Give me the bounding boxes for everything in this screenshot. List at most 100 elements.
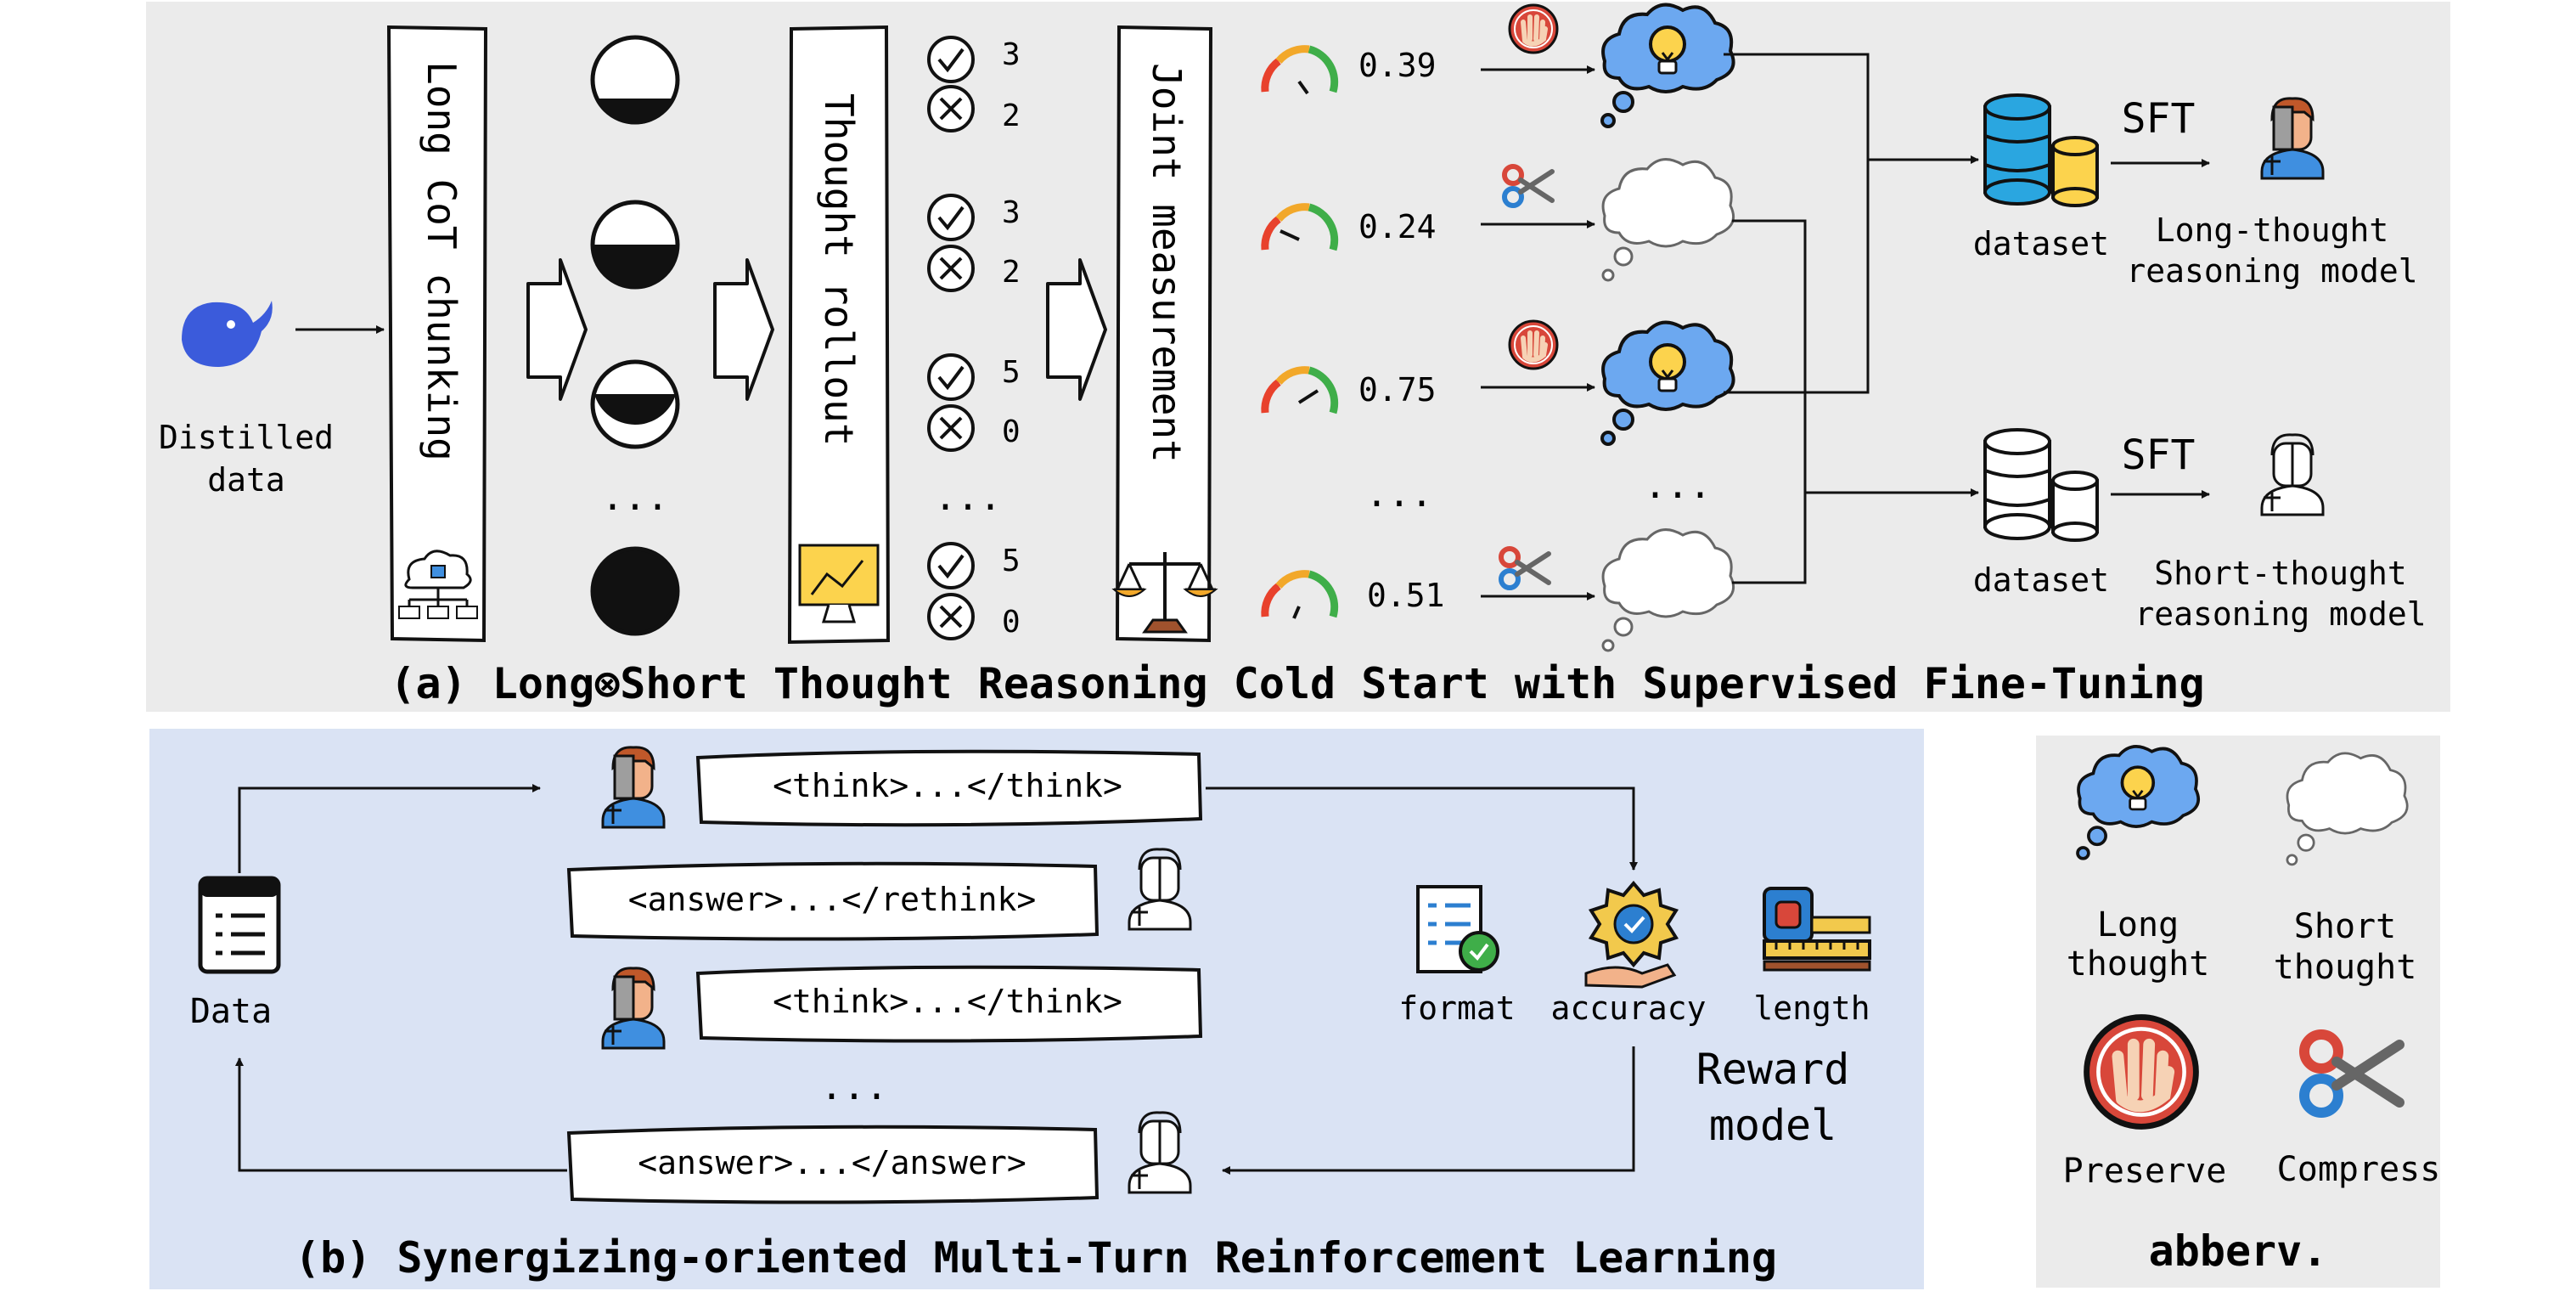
source-label-line1: Distilled [159, 419, 334, 456]
dataset-label-short: dataset [1973, 561, 2109, 599]
stage-label-measurement: Joint measurement [1144, 63, 1190, 463]
preserve-icon [1510, 5, 1557, 53]
long-model-label-line1: Long-thought [2156, 211, 2389, 249]
reward-to-answer-arrow [1222, 1046, 1635, 1175]
chunk-circle-2-fill [593, 245, 678, 287]
accuracy-icon [1584, 880, 1679, 989]
gauge-icon [1265, 370, 1335, 413]
data-label: Data [190, 992, 272, 1031]
short-model-label-line1: Short-thought [2154, 555, 2406, 592]
check-icon [927, 353, 975, 401]
cloud-ellipsis: ... [1644, 464, 1711, 507]
length-ruler-icon [1763, 887, 1871, 972]
dataset-short-icon [1983, 428, 2099, 542]
reward-label-format: format [1398, 989, 1515, 1027]
reward-model-line1: Reward [1696, 1045, 1850, 1094]
message-text: <think>...</think> [773, 983, 1122, 1020]
network-cloud-icon [398, 550, 478, 619]
score-ellipsis: ... [1365, 472, 1432, 516]
stage-label-rollout: Thought rollout [816, 93, 862, 446]
check-icon-mark [937, 554, 965, 579]
rollout-group-2 [927, 194, 975, 292]
chunk-circle-4 [590, 546, 680, 636]
rollout-group-1 [927, 36, 975, 132]
panel-a-background [146, 2, 2450, 712]
legend-long-thought-line1: Long [2097, 905, 2179, 944]
balance-scale-icon [1111, 552, 1218, 634]
wrong-count: 2 [1002, 255, 1021, 290]
stage-box-chunking [386, 25, 488, 643]
chunk-circle-3-fill [594, 394, 676, 425]
short-model-label-line2: reasoning model [2134, 595, 2426, 633]
chart-monitor-icon [798, 544, 880, 623]
long-model-label-line2: reasoning model [2126, 252, 2417, 290]
correct-count: 5 [1002, 544, 1021, 578]
sft-label-long: SFT [2122, 95, 2196, 143]
cross-icon-mark [939, 416, 963, 440]
cross-icon-mark [939, 605, 963, 629]
message-bubble [566, 861, 1100, 941]
message-text: <think>...</think> [773, 767, 1122, 804]
rollout-group-4 [927, 542, 975, 640]
correct-count: 3 [1002, 37, 1021, 72]
gauge-icon [1265, 207, 1335, 250]
legend-short-thought-line1: Short [2294, 907, 2396, 946]
legend-long-thought-line2: thought [2067, 944, 2210, 984]
gauge-icon [1265, 574, 1335, 618]
correct-count: 5 [1002, 355, 1021, 390]
score-value: 0.39 [1358, 47, 1437, 84]
data-document-icon [198, 876, 281, 974]
message-bubble [566, 1125, 1100, 1204]
wrong-count: 0 [1002, 605, 1021, 640]
dataset-label-long: dataset [1973, 225, 2109, 262]
chunk-ellipsis: ... [601, 476, 668, 519]
deepseek-whale-icon [182, 301, 273, 367]
legend-preserve-label: Preserve [2063, 1152, 2227, 1191]
flow-arrow-1 [526, 258, 588, 401]
check-icon-mark [937, 365, 965, 391]
message-text: <answer>...</answer> [638, 1144, 1026, 1181]
check-icon [927, 36, 975, 83]
check-icon-mark [937, 48, 965, 73]
sft-label-short: SFT [2122, 431, 2196, 479]
rollout-ellipsis: ... [934, 476, 1001, 519]
cross-icon-mark [939, 257, 963, 280]
preserve-icon [1510, 321, 1557, 369]
flow-arrow-3 [1046, 258, 1107, 401]
wrong-count: 2 [1002, 99, 1021, 133]
stage-label-chunking: Long CoT chunking [419, 61, 464, 461]
message-text: <answer>...</rethink> [628, 881, 1036, 918]
answer-to-data-arrow [235, 1057, 567, 1172]
legend-preserve-icon [2087, 1018, 2196, 1127]
score-value: 0.51 [1367, 577, 1445, 614]
reward-label-length: length [1753, 989, 1870, 1027]
format-icon [1416, 885, 1499, 973]
think-to-reward-arrow [1206, 786, 1638, 871]
chunk-circle-1-fill [596, 99, 674, 125]
legend-compress-label: Compress [2277, 1150, 2441, 1189]
cross-icon-mark [939, 97, 963, 121]
score-value: 0.24 [1358, 208, 1437, 245]
stage-box-measurement [1115, 25, 1213, 643]
correct-count: 3 [1002, 195, 1021, 230]
legend-title: abberv. [2149, 1226, 2328, 1276]
check-icon [927, 542, 975, 589]
rollout-group-3 [927, 353, 975, 452]
legend-short-thought-line2: thought [2274, 948, 2417, 987]
message-bubble [695, 965, 1203, 1043]
wrong-count: 0 [1002, 414, 1021, 449]
reward-model-line2: model [1709, 1101, 1837, 1150]
reward-label-accuracy: accuracy [1550, 989, 1706, 1027]
message-ellipsis: ... [820, 1065, 887, 1108]
source-label-line2: data [207, 461, 285, 499]
message-bubble [695, 749, 1203, 827]
data-to-model-arrow [238, 784, 541, 873]
merge-lines [1724, 53, 1979, 584]
check-icon-mark [937, 206, 965, 231]
panel-a-title: (a) Long⊗Short Thought Reasoning Cold St… [390, 659, 2204, 708]
check-icon [927, 194, 975, 241]
rollout-marks [927, 36, 975, 640]
score-value: 0.75 [1358, 371, 1437, 409]
dataset-long-icon [1983, 93, 2099, 207]
panel-b-title: (b) Synergizing-oriented Multi-Turn Rein… [295, 1233, 1777, 1283]
